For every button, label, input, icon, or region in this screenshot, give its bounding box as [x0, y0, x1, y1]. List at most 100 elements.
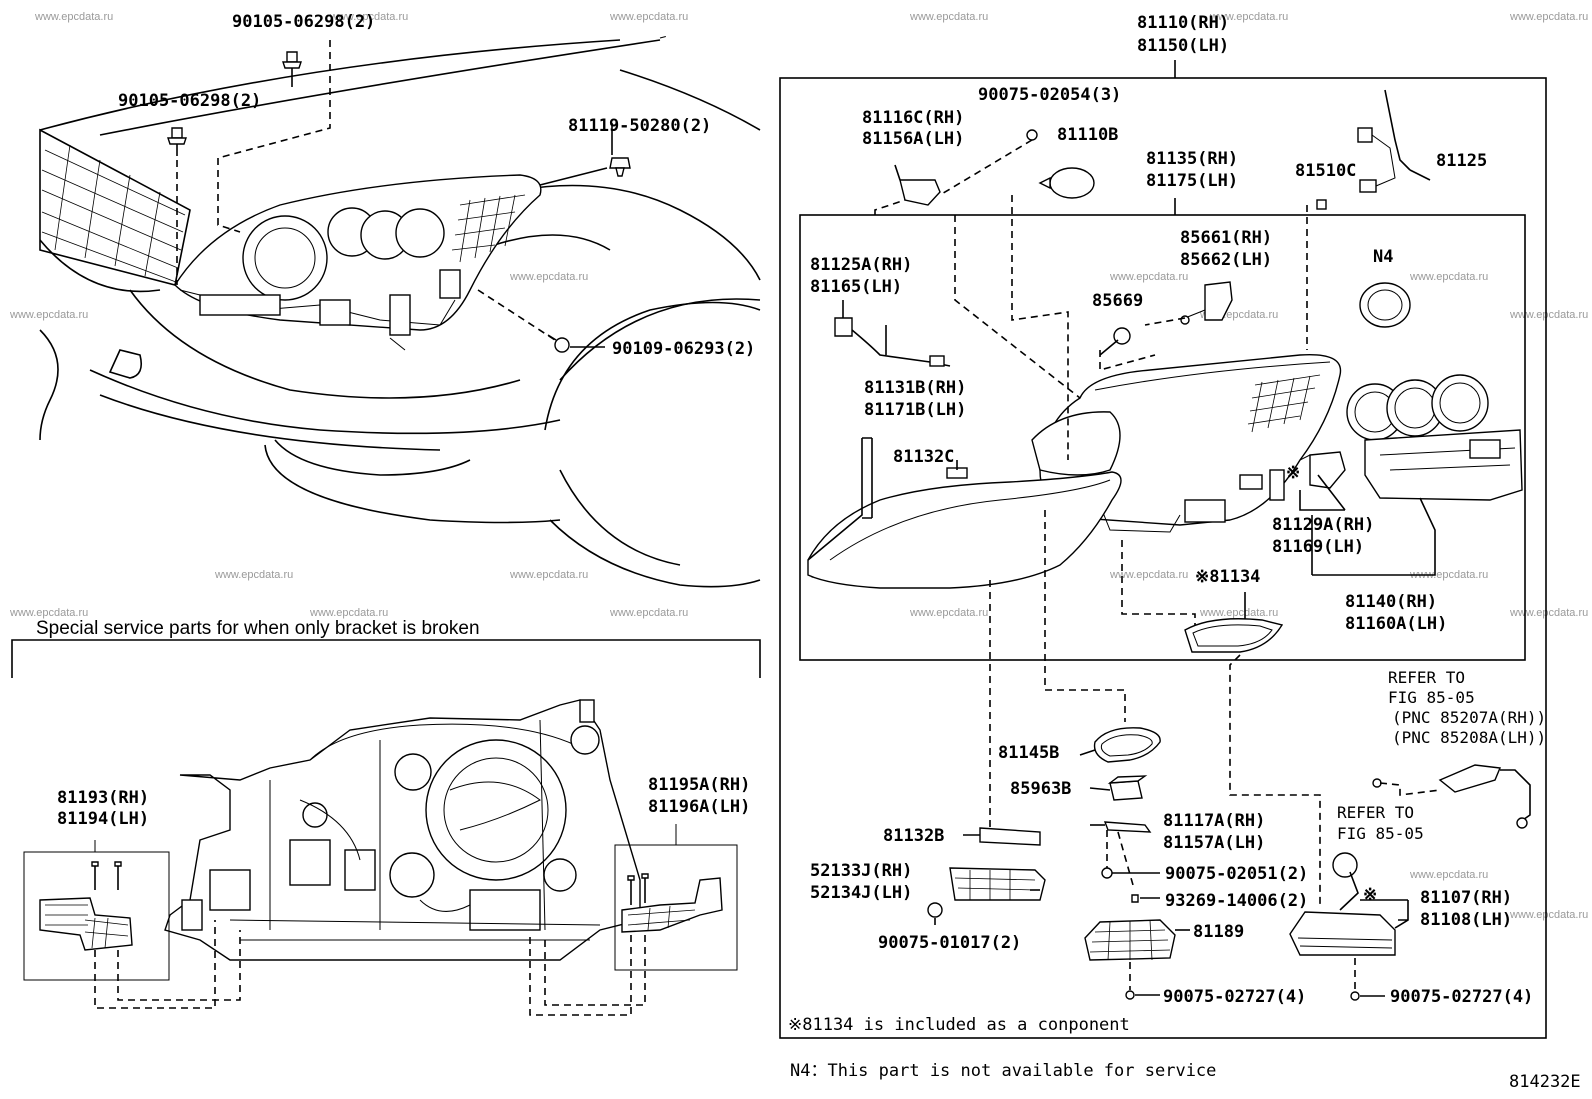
part-label-81196a-lh: 81196A(LH) — [648, 797, 750, 817]
leader-lines-lower — [963, 749, 1409, 997]
part-label-81129a-rh: 81129A(RH) — [1272, 515, 1374, 535]
footnote-n4: N4：This part is not available for servic… — [790, 1061, 1216, 1081]
watermark: www.epcdata.ru — [1109, 569, 1188, 581]
part-label-81110-rh: 81110(RH) — [1137, 13, 1229, 33]
part-label-81145b: 81145B — [998, 743, 1059, 763]
watermark: www.epcdata.ru — [1509, 309, 1588, 321]
leader-line — [544, 935, 646, 1006]
watermark: www.epcdata.ru — [9, 309, 88, 321]
part-label-81132b: 81132B — [883, 826, 944, 846]
watermark: www.epcdata.ru — [909, 11, 988, 23]
part-label-81125: 81125 — [1436, 151, 1487, 171]
part-label-81131b-rh: 81131B(RH) — [864, 378, 966, 398]
leader-line — [117, 930, 241, 1001]
part-label-85662-lh: 85662(LH) — [1180, 250, 1272, 270]
part-label-81116c-rh: 81116C(RH) — [862, 108, 964, 128]
part-label-93269-14006: 93269-14006(2) — [1165, 891, 1308, 911]
watermark: www.epcdata.ru — [1409, 271, 1488, 283]
part-label-90109-06293: 90109-06293(2) — [612, 339, 755, 359]
part-label-81169-lh: 81169(LH) — [1272, 537, 1364, 557]
part-label-81171b-lh: 81171B(LH) — [864, 400, 966, 420]
watermark: www.epcdata.ru — [1409, 869, 1488, 881]
headlamp-housing-rear-illustration — [164, 699, 641, 961]
part-label-81189: 81189 — [1193, 922, 1244, 942]
refer-note-1-line-1: REFER TO — [1388, 668, 1465, 687]
watermark: www.epcdata.ru — [1209, 11, 1288, 23]
refer-note-2-line-1: REFER TO — [1337, 803, 1414, 822]
part-label-52134j-lh: 52134J(LH) — [810, 883, 912, 903]
note-mark-81129: ※ — [1286, 463, 1300, 483]
watermark: www.epcdata.ru — [309, 607, 388, 619]
part-label-81134: ※81134 — [1195, 567, 1260, 587]
watermark: www.epcdata.ru — [509, 271, 588, 283]
part-label-81156a-lh: 81156A(LH) — [862, 129, 964, 149]
section-bracket — [11, 639, 761, 678]
part-label-81107-rh: 81107(RH) — [1420, 888, 1512, 908]
leader-line — [529, 935, 632, 1016]
part-label-81194-lh: 81194(LH) — [57, 809, 149, 829]
part-label-90105-06298-top: 90105-06298(2) — [232, 12, 375, 32]
refer-note-1-line-2: FIG 85-05 — [1388, 688, 1475, 707]
watermark: www.epcdata.ru — [1509, 607, 1588, 619]
part-label-81175-lh: 81175(LH) — [1146, 171, 1238, 191]
watermark: www.epcdata.ru — [609, 11, 688, 23]
car-front-illustration — [39, 35, 761, 588]
part-label-n4: N4 — [1373, 247, 1393, 267]
part-label-52133j-rh: 52133J(RH) — [810, 861, 912, 881]
gasket-81134-inner — [1192, 624, 1273, 647]
detail-box-left — [23, 851, 170, 981]
part-label-81157a-lh: 81157A(LH) — [1163, 833, 1265, 853]
watermark: www.epcdata.ru — [214, 569, 293, 581]
watermark: www.epcdata.ru — [9, 607, 88, 619]
part-label-81117a-rh: 81117A(RH) — [1163, 811, 1265, 831]
part-label-81195a-rh: 81195A(RH) — [648, 775, 750, 795]
clip-icon — [609, 157, 631, 177]
part-label-90075-01017: 90075-01017(2) — [878, 933, 1021, 953]
leader-line — [94, 920, 216, 1009]
watermark: www.epcdata.ru — [1509, 11, 1588, 23]
watermark: www.epcdata.ru — [1509, 909, 1588, 921]
part-label-90075-02054: 90075-02054(3) — [978, 85, 1121, 105]
assembly-frame — [779, 77, 1547, 1039]
watermark: www.epcdata.ru — [1409, 569, 1488, 581]
part-label-85669: 85669 — [1092, 291, 1143, 311]
part-label-81150-lh: 81150(LH) — [1137, 36, 1229, 56]
part-label-90075-02727-right: 90075-02727(4) — [1390, 987, 1533, 1007]
subassembly-frame — [799, 214, 1526, 661]
part-label-81160a-lh: 81160A(LH) — [1345, 614, 1447, 634]
part-label-81132c: 81132C — [893, 447, 954, 467]
refer-note-1-line-3: (PNC 85207A(RH)) — [1392, 708, 1546, 727]
part-label-81125a-rh: 81125A(RH) — [810, 255, 912, 275]
refer-note-2-line-2: FIG 85-05 — [1337, 824, 1424, 843]
headlamp-assembly-illustration — [807, 89, 1523, 589]
part-label-85661-rh: 85661(RH) — [1180, 228, 1272, 248]
gasket-81134-illustration — [1184, 618, 1284, 653]
refer-note-1-line-4: (PNC 85208A(LH)) — [1392, 728, 1546, 747]
lower-parts-illustration — [927, 727, 1531, 1001]
bracket-left-illustration — [39, 861, 133, 951]
watermark: www.epcdata.ru — [1199, 607, 1278, 619]
watermark: www.epcdata.ru — [329, 11, 408, 23]
note-mark-81107: ※ — [1363, 885, 1377, 905]
footnote-included: ※81134 is included as a conponent — [788, 1015, 1130, 1035]
part-label-81165-lh: 81165(LH) — [810, 277, 902, 297]
watermark: www.epcdata.ru — [909, 607, 988, 619]
part-label-81193-rh: 81193(RH) — [57, 788, 149, 808]
leader-lines-assembly — [807, 139, 1436, 905]
watermark: www.epcdata.ru — [34, 11, 113, 23]
part-label-81510c: 81510C — [1295, 161, 1356, 181]
bolt-icon — [282, 51, 302, 80]
part-label-81110b: 81110B — [1057, 125, 1118, 145]
bolt-icon — [167, 127, 187, 156]
watermark: www.epcdata.ru — [509, 569, 588, 581]
section-heading: Special service parts for when only brac… — [36, 618, 480, 639]
part-label-85963b: 85963B — [1010, 779, 1071, 799]
part-label-81108-lh: 81108(LH) — [1420, 910, 1512, 930]
part-label-90075-02727-left: 90075-02727(4) — [1163, 987, 1306, 1007]
part-label-81135-rh: 81135(RH) — [1146, 149, 1238, 169]
watermark: www.epcdata.ru — [609, 607, 688, 619]
part-label-90075-02051: 90075-02051(2) — [1165, 864, 1308, 884]
part-label-81119-50280: 81119-50280(2) — [568, 116, 711, 136]
figure-code: 814232E — [1509, 1072, 1581, 1092]
